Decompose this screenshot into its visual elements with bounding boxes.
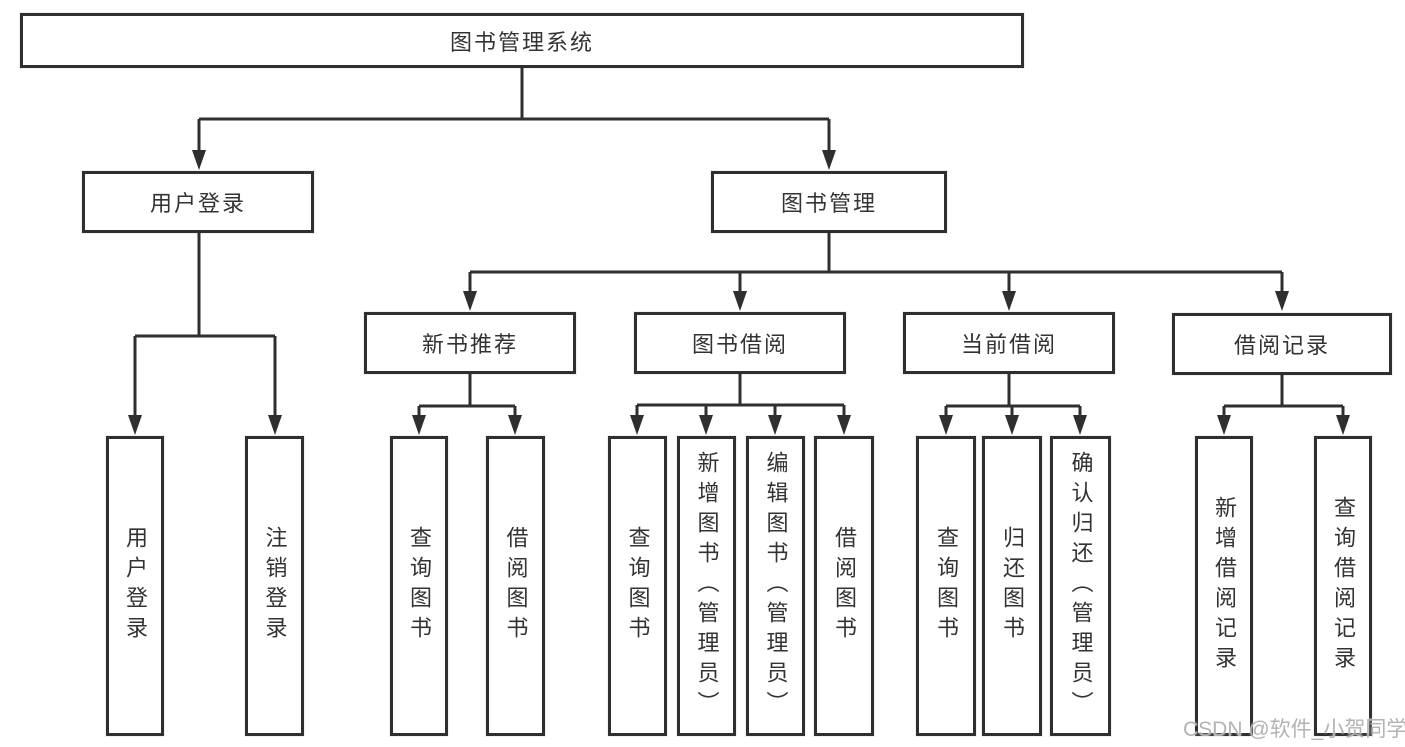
node-label: 查询图书 [934,526,959,646]
arrowhead [128,415,142,435]
arrowhead [1217,415,1231,435]
arrowhead [768,415,782,435]
arrowhead [1336,415,1350,435]
leaf-newbooks-borrow-book: 借阅图书 [486,436,545,736]
node-borrow-records: 借阅记录 [1172,313,1392,375]
node-label: 归还图书 [1000,526,1025,646]
arrowhead [1073,415,1087,435]
connector-current-group [939,374,1087,435]
connector-root-to-level2 [192,68,836,170]
arrowhead [508,415,522,435]
arrowhead [939,415,953,435]
node-label: 新增图书（管理员） [694,451,720,721]
node-label: 查询图书 [625,526,651,646]
leaf-user-login: 用户登录 [106,436,164,736]
node-label: 用户登录 [123,526,148,646]
arrowhead [630,415,644,435]
node-label: 编辑图书（管理员） [763,451,789,721]
arrowhead [192,150,206,170]
node-user-login: 用户登录 [82,171,314,233]
connector-newbooks-group [412,374,522,435]
connector-borrow-group [630,374,851,435]
node-label: 查询图书 [407,526,432,646]
node-label: 新书推荐 [421,332,518,357]
leaf-borrow-add-book-admin: 新增图书（管理员） [677,436,736,736]
leaf-records-query-record: 查询借阅记录 [1314,436,1372,736]
leaf-logout: 注销登录 [245,436,304,736]
node-book-management: 图书管理 [711,171,947,233]
connector-userlogin-group [128,233,282,435]
node-label: 图书借阅 [691,332,788,357]
arrowhead [412,415,426,435]
arrowhead [268,415,282,435]
connector-bookmgmt-to-level3 [463,233,1289,311]
connector-records-group [1217,374,1350,435]
node-root-library-system: 图书管理系统 [20,13,1024,68]
arrowhead [733,291,747,311]
csdn-watermark: CSDN @软件_小贺同学 [1183,718,1405,741]
node-label: 用户登录 [149,191,246,216]
leaf-records-add-record: 新增借阅记录 [1195,436,1253,736]
leaf-borrow-borrow-book: 借阅图书 [814,436,874,736]
node-label: 借阅图书 [832,526,857,646]
node-label: 查询借阅记录 [1331,496,1356,676]
leaf-borrow-edit-book-admin: 编辑图书（管理员） [746,436,805,736]
arrowhead [463,291,477,311]
arrowhead [1005,415,1019,435]
node-label: 新增借阅记录 [1212,496,1237,676]
arrowhead [1002,291,1016,311]
node-label: 注销登录 [262,526,288,646]
leaf-current-query-book: 查询图书 [916,436,976,736]
leaf-newbooks-query-book: 查询图书 [390,436,448,736]
leaf-current-confirm-return-admin: 确认归还（管理员） [1050,436,1111,736]
node-label: 借阅记录 [1233,333,1330,358]
node-label: 图书管理 [780,191,877,216]
node-book-borrow: 图书借阅 [634,312,846,374]
node-new-book-recommend: 新书推荐 [364,312,576,374]
leaf-borrow-query-book: 查询图书 [608,436,667,736]
arrowhead [837,415,851,435]
node-label: 当前借阅 [960,332,1057,357]
arrowhead [822,150,836,170]
arrowhead [1275,291,1289,311]
arrowhead [699,415,713,435]
node-label: 借阅图书 [503,526,529,646]
leaf-current-return-book: 归还图书 [982,436,1042,736]
node-label: 图书管理系统 [449,29,594,55]
node-label: 确认归还（管理员） [1068,451,1094,721]
node-current-borrow: 当前借阅 [903,312,1115,374]
